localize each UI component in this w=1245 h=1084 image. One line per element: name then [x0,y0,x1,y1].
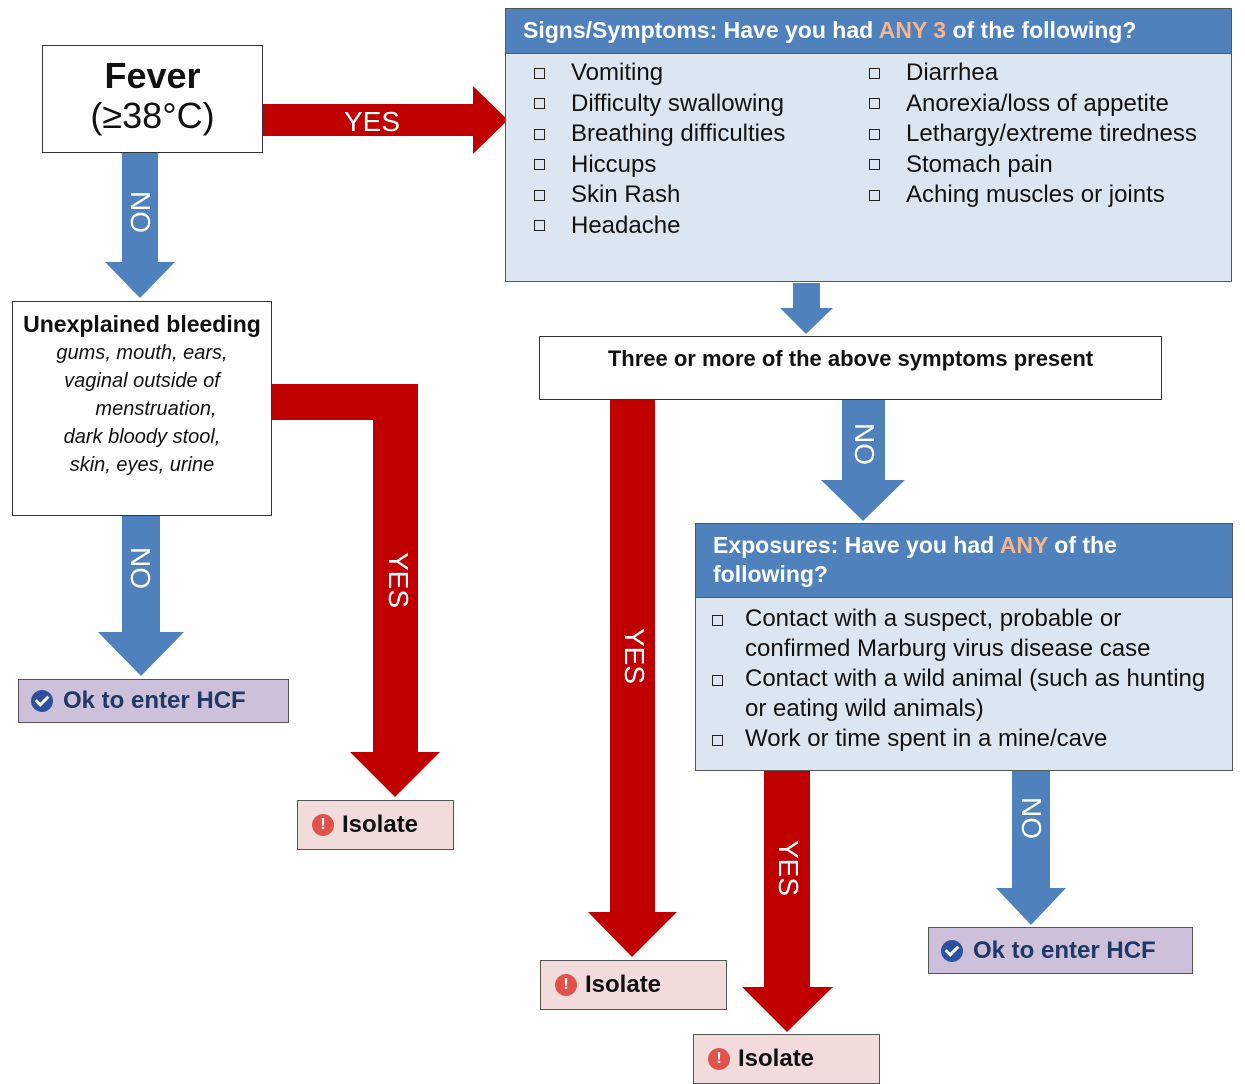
checkbox-icon [534,159,545,171]
yes-label-bleeding: YES [383,551,415,609]
alert-icon: ! [312,814,334,836]
symptom-item: Lethargy/extreme tiredness [869,119,1197,150]
exposure-item: Work or time spent in a mine/cave [712,724,1218,754]
bleeding-detail-line: dark bloody stool, [63,426,221,448]
checkbox-icon [869,67,880,79]
exposures-header-prefix: Exposures: Have you had [713,532,1000,558]
checkbox-icon [869,128,880,140]
symptom-item: Vomiting [534,58,869,89]
checkbox-icon [534,67,545,79]
yes-arrow-bleeding-to-isolate [270,384,440,797]
no-label-exposures: NO [1016,797,1047,839]
symptoms-list-right: Diarrhea Anorexia/loss of appetite Letha… [869,58,1197,241]
fever-title: Fever [104,55,201,96]
arrow-symptoms-to-three [780,283,833,334]
isolate-bleeding: !Isolate [297,800,454,850]
no-label-three: NO [849,423,880,465]
symptom-item: Breathing difficulties [534,119,869,150]
symptom-item: Stomach pain [869,150,1197,181]
symptoms-list-left: Vomiting Difficulty swallowing Breathing… [534,58,869,241]
symptom-item: Diarrhea [869,58,1197,89]
symptoms-header: Signs/Symptoms: Have you had ANY 3 of th… [506,9,1231,54]
no-label-fever: NO [125,191,156,233]
ok-to-enter-hcf-right: Ok to enter HCF [928,927,1193,974]
checkbox-icon [712,735,723,746]
exposures-panel: Exposures: Have you had ANY of the follo… [695,523,1233,771]
check-circle-icon [31,690,53,712]
alert-icon: ! [555,974,577,996]
no-arrow-bleeding-to-ok [98,516,184,676]
symptoms-header-suffix: of the following? [946,17,1137,43]
three-or-more-box: Three or more of the above symptoms pres… [539,336,1162,400]
yes-arrow-three-to-isolate [588,400,677,957]
symptoms-panel: Signs/Symptoms: Have you had ANY 3 of th… [505,8,1232,282]
exposures-header: Exposures: Have you had ANY of the follo… [696,524,1232,598]
ok-to-enter-hcf-left: Ok to enter HCF [18,679,289,723]
exposure-item: Contact with a suspect, probable or conf… [712,604,1218,664]
fever-box: Fever (≥38°C) [42,45,263,153]
no-arrow-exposures-to-ok [996,771,1066,925]
symptom-item: Headache [534,211,869,242]
symptoms-header-prefix: Signs/Symptoms: Have you had [523,17,879,43]
no-arrow-three-to-exposures [821,400,905,521]
symptom-item: Skin Rash [534,180,869,211]
checkbox-icon [712,675,723,686]
checkbox-icon [534,189,545,201]
bleeding-title: Unexplained bleeding [23,311,261,337]
yes-label-exposures: YES [773,839,805,897]
bleeding-detail-line: vaginal outside of [64,370,220,392]
unexplained-bleeding-box: Unexplained bleeding gums, mouth, ears, … [12,301,272,516]
isolate-exposures: !Isolate [693,1034,880,1084]
bleeding-details: gums, mouth, ears, vaginal outside of me… [13,339,271,479]
bleeding-detail-line: skin, eyes, urine [69,454,215,476]
no-label-bleeding: NO [125,547,156,589]
exposure-item: Contact with a wild animal (such as hunt… [712,664,1218,724]
checkbox-icon [534,220,545,232]
symptom-item: Difficulty swallowing [534,89,869,120]
symptoms-header-highlight: ANY 3 [878,17,947,43]
checkbox-icon [869,159,880,171]
symptom-item: Aching muscles or joints [869,180,1197,211]
bleeding-detail-line: gums, mouth, ears, [56,342,228,364]
symptom-item: Hiccups [534,150,869,181]
three-or-more-text: Three or more of the above symptoms pres… [607,346,1094,371]
exposures-header-suffix: of the following? [713,532,1117,587]
check-circle-icon [941,939,963,962]
isolate-symptoms: !Isolate [540,960,727,1010]
checkbox-icon [869,98,880,110]
yes-arrow-fever-to-symptoms [262,86,508,154]
yes-arrow-exposures-to-isolate [742,771,833,1032]
symptom-item: Anorexia/loss of appetite [869,89,1197,120]
checkbox-icon [712,615,723,626]
bleeding-detail-line: menstruation, [95,398,217,420]
checkbox-icon [534,98,545,110]
yes-label-three: YES [619,627,651,685]
exposures-list: Contact with a suspect, probable or conf… [696,598,1232,754]
checkbox-icon [534,128,545,140]
no-arrow-fever-to-bleeding [105,153,175,298]
exposures-header-highlight: ANY [999,532,1048,558]
fever-threshold: (≥38°C) [90,95,215,136]
yes-label-fever: YES [344,106,401,137]
alert-icon: ! [708,1048,730,1070]
checkbox-icon [869,189,880,201]
